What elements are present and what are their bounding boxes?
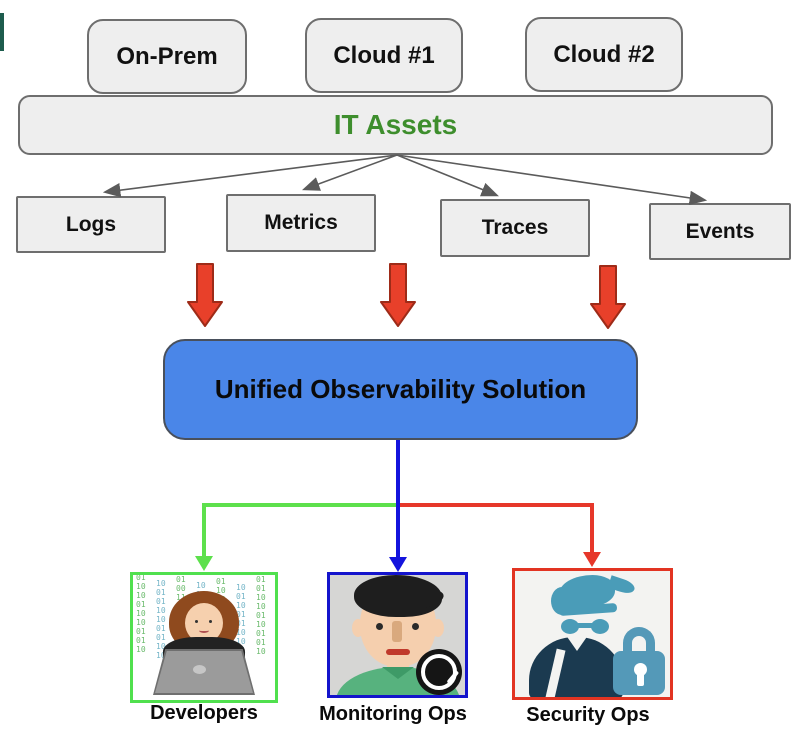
node-traces-label: Traces — [481, 216, 549, 239]
monitoring-nose — [392, 621, 402, 642]
monitoring-ear — [352, 619, 364, 637]
monitoring-mouth — [386, 649, 410, 655]
node-cloud-2: Cloud #2 — [525, 17, 683, 92]
fan-arrow-logs — [102, 154, 398, 198]
screen-edge-artifact — [0, 13, 4, 51]
monitoring-ear — [432, 619, 444, 637]
node-cloud-1: Cloud #1 — [305, 18, 463, 93]
laptop-icon — [153, 649, 255, 695]
node-traces: Traces — [440, 199, 590, 257]
connector-developers-arrowhead — [195, 556, 213, 571]
binary-rain-column: 100101101001011010 — [156, 579, 166, 660]
node-unified-observability-solution: Unified Observability Solution — [163, 339, 638, 440]
node-it-assets: IT Assets — [18, 95, 773, 155]
security-ops-image — [512, 568, 673, 700]
lock-shackle — [623, 627, 655, 655]
gauge-icon — [416, 649, 462, 695]
developer-smile — [199, 628, 209, 633]
sunglasses-bridge — [577, 623, 593, 628]
node-on-prem: On-Prem — [87, 19, 247, 94]
binary-rain-column: 011010011010010110 — [136, 573, 146, 654]
node-events: Events — [649, 203, 791, 260]
block-arrow-left — [187, 263, 223, 327]
node-logs-label: Logs — [65, 212, 117, 236]
node-metrics: Metrics — [226, 194, 376, 252]
node-metrics-label: Metrics — [264, 211, 338, 234]
connector-monitoring-arrowhead — [389, 557, 407, 572]
gauge-needle — [446, 670, 460, 685]
developers-label: Developers — [150, 702, 258, 724]
fan-arrow-events — [396, 154, 708, 206]
team-connectors — [195, 440, 601, 572]
monitoring-eye — [376, 623, 383, 630]
binary-rain-column: 010110100110010110 — [256, 575, 266, 656]
security-ops-label: Security Ops — [526, 704, 650, 726]
node-logs: Logs — [16, 196, 166, 253]
lock-keyhole-stem — [637, 673, 644, 686]
sunglasses-lens — [591, 619, 609, 634]
connector-security — [398, 503, 594, 553]
laptop-logo — [193, 665, 206, 674]
sunglasses-lens — [561, 619, 579, 634]
block-arrows — [187, 263, 626, 329]
solution-label: Unified Observability Solution — [214, 374, 587, 404]
developers-image: 011010011010010110 100101101001011010 01… — [130, 572, 278, 703]
node-events-label: Events — [685, 219, 755, 243]
fan-arrow-traces — [396, 154, 499, 197]
block-arrow-center — [380, 263, 416, 327]
connector-developers — [202, 503, 396, 557]
lock-keyhole — [634, 663, 647, 676]
node-on-prem-label: On-Prem — [116, 42, 218, 70]
fan-arrows — [102, 154, 708, 206]
fan-arrow-metrics — [301, 154, 398, 191]
developer-eye — [209, 620, 212, 623]
node-cloud-1-label: Cloud #1 — [333, 41, 435, 69]
monitoring-ops-image — [327, 572, 468, 698]
gauge-ring — [421, 654, 460, 690]
node-it-assets-label: IT Assets — [333, 109, 458, 140]
monitoring-ops-label: Monitoring Ops — [319, 703, 467, 725]
developer-eye — [195, 620, 198, 623]
connector-security-arrowhead — [583, 552, 601, 567]
developer-face — [185, 603, 223, 643]
monitoring-eye — [412, 623, 419, 630]
block-arrow-right — [590, 265, 626, 329]
node-cloud-2-label: Cloud #2 — [553, 40, 655, 68]
